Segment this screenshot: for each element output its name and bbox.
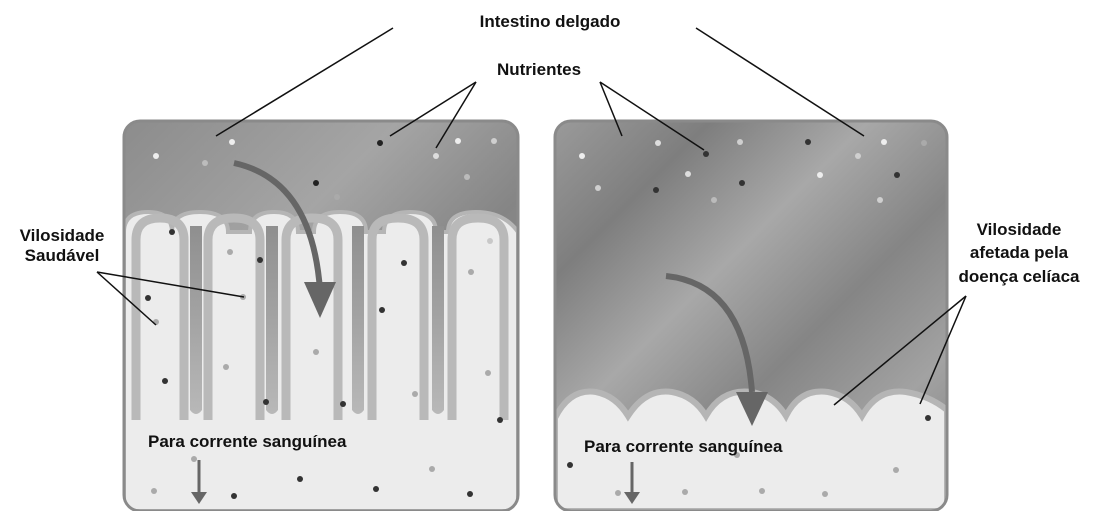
diagram-title: Intestino delgado: [440, 12, 660, 32]
crypt-1: [190, 226, 202, 414]
affected-villus-label-line2: afetada pela: [944, 243, 1094, 263]
affected-villus-label-line3: doença celíaca: [944, 267, 1094, 287]
crypt-4: [432, 226, 444, 414]
crypt-3: [352, 226, 364, 414]
crypt-2: [266, 226, 278, 414]
bloodstream-label-left: Para corrente sanguínea: [148, 432, 346, 452]
healthy-villus-label-line2: Saudável: [0, 246, 124, 266]
healthy-villus-label-line1: Vilosidade: [0, 226, 124, 246]
affected-villus-label-line1: Vilosidade: [944, 220, 1094, 240]
nutrients-label: Nutrientes: [454, 60, 624, 80]
healthy-panel: [124, 121, 518, 511]
bloodstream-label-right: Para corrente sanguínea: [584, 437, 782, 457]
